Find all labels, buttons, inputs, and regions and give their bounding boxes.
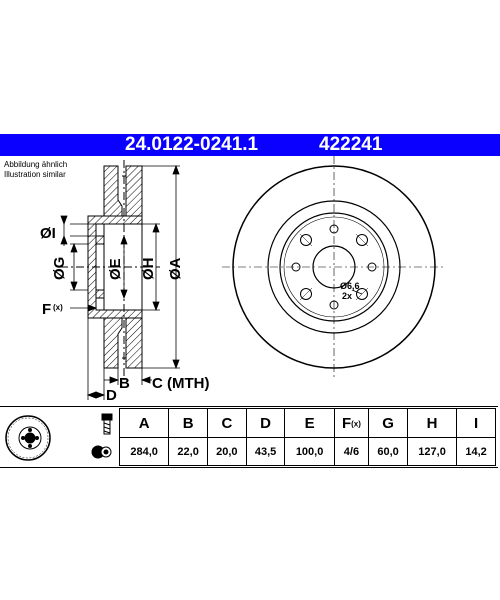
dimension-texts: ØI ØG ØE ØH ØA F (x) B C (MTH) D — [40, 225, 209, 404]
hole-count: 2x — [342, 291, 352, 301]
reference-number: 422241 — [319, 134, 383, 155]
spec-value-row: 284,0 22,0 20,0 43,5 100,0 4/6 60,0 127,… — [118, 437, 496, 466]
note-line-de: Abbildung ähnlich — [4, 160, 68, 169]
value-e: 100,0 — [284, 437, 335, 466]
bolt-hole — [300, 288, 312, 300]
bolt-icon — [101, 413, 113, 435]
col-a: A — [118, 408, 170, 438]
value-c: 20,0 — [207, 437, 247, 466]
col-c: C — [207, 408, 247, 438]
col-f-label: F — [341, 414, 352, 432]
col-f-sup: (x) — [351, 419, 361, 429]
value-h: 127,0 — [406, 437, 458, 466]
label-b: B — [119, 375, 130, 392]
bolt-hole — [356, 288, 368, 300]
value-f: 4/6 — [333, 437, 370, 466]
thumbnail-area — [5, 413, 113, 461]
label-c: C (MTH) — [152, 375, 209, 392]
label-dia-a: ØA — [167, 257, 184, 280]
label-dia-h: ØH — [140, 258, 157, 281]
label-dia-e: ØE — [107, 258, 124, 280]
note-line-en: Illustration similar — [4, 170, 66, 179]
col-e: E — [284, 408, 335, 438]
disc-thumbnail-icon — [5, 415, 51, 461]
part-number: 24.0122-0241.1 — [125, 134, 259, 155]
col-g: G — [368, 408, 408, 438]
title-banner: 24.0122-0241.1 422241 — [0, 134, 500, 156]
value-a: 284,0 — [118, 437, 170, 466]
cross-section-view — [60, 160, 160, 380]
label-dia-i: ØI — [40, 225, 56, 242]
value-b: 22,0 — [168, 437, 208, 466]
label-d: D — [106, 387, 117, 404]
label-f: F — [42, 301, 51, 318]
spec-table-frame — [0, 406, 498, 468]
spec-header-row: A B C D E F(x) G H I — [118, 408, 496, 438]
technical-drawing: ØI ØG ØE ØH ØA F (x) B C (MTH) D — [40, 156, 446, 404]
value-d: 43,5 — [245, 437, 286, 466]
value-i: 14,2 — [456, 437, 496, 466]
col-h: H — [406, 408, 458, 438]
screw-icon — [91, 445, 112, 459]
col-b: B — [168, 408, 208, 438]
spec-table: A B C D E F(x) G H I 284,0 22,0 20,0 43,… — [118, 408, 496, 466]
col-i: I — [456, 408, 496, 438]
hole-callout: Ø6,6 2x — [340, 281, 360, 301]
section-lower-ring — [103, 317, 123, 369]
hole-diameter: Ø6,6 — [340, 281, 360, 291]
bolt-hole — [300, 234, 312, 246]
label-dia-g: ØG — [51, 257, 68, 280]
value-g: 60,0 — [368, 437, 408, 466]
col-d: D — [245, 408, 286, 438]
label-f-sup: (x) — [53, 303, 63, 312]
front-view — [222, 156, 446, 378]
dimension-lines — [60, 164, 180, 400]
bolt-hole — [356, 234, 368, 246]
section-upper-ring — [103, 165, 123, 217]
illustration-note: Abbildung ähnlich Illustration similar — [4, 160, 67, 180]
col-f: F(x) — [333, 408, 370, 438]
